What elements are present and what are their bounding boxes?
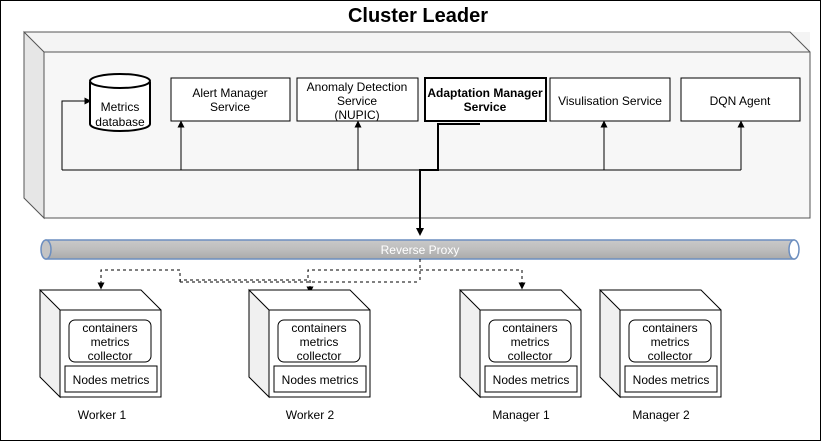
node-name-label: Manager 2 (632, 408, 690, 422)
metrics-database-label-2: database (95, 115, 145, 129)
collector-label-2: metrics (651, 335, 690, 349)
reverse-proxy-label: Reverse Proxy (381, 243, 460, 257)
collector-label-1: containers (642, 321, 697, 335)
nodes-metrics-label: Nodes metrics (633, 373, 710, 387)
anomaly-detection-service: Anomaly Detection Service (NUPIC) (296, 77, 419, 122)
collector-label-2: metrics (300, 335, 339, 349)
nodes-metrics-label: Nodes metrics (282, 373, 359, 387)
alert-manager-label-1: Alert Manager (192, 86, 267, 100)
collector-label-1: containers (502, 321, 557, 335)
collector-label-3: collector (508, 349, 553, 363)
collector-label-3: collector (648, 349, 693, 363)
dqn-agent-label: DQN Agent (710, 94, 771, 108)
visualisation-label: Visulisation Service (558, 94, 662, 108)
collector-label-3: collector (88, 349, 133, 363)
nodes-metrics-label: Nodes metrics (493, 373, 570, 387)
node-name-label: Worker 2 (286, 408, 335, 422)
anomaly-detection-label-1: Anomaly Detection (307, 80, 408, 94)
node-name-label: Manager 1 (492, 408, 550, 422)
alert-manager-label-2: Service (210, 100, 250, 114)
reverse-proxy: Reverse Proxy (40, 239, 800, 260)
node-name-label: Worker 1 (78, 408, 127, 422)
metrics-database-label-1: Metrics (101, 100, 140, 114)
collector-label-1: containers (291, 321, 346, 335)
cluster-leader-title: Cluster Leader (348, 5, 488, 27)
nodes-metrics-label: Nodes metrics (73, 373, 150, 387)
alert-manager-service: Alert Manager Service (170, 77, 291, 122)
collector-label-3: collector (297, 349, 342, 363)
collector-label-2: metrics (91, 335, 130, 349)
anomaly-detection-label-3: (NUPIC) (334, 108, 379, 122)
adaptation-manager-service: Adaptation Manager Service (424, 77, 547, 122)
adaptation-proxy-link (416, 123, 480, 236)
dqn-agent: DQN Agent (680, 77, 801, 122)
adaptation-manager-label-1: Adaptation Manager (427, 86, 543, 100)
metrics-database: Metrics database (89, 73, 151, 132)
service-connectors (61, 97, 745, 171)
collector-label-2: metrics (511, 335, 550, 349)
visualisation-service: Visulisation Service (549, 77, 671, 122)
proxy-node-links (97, 259, 526, 294)
adaptation-manager-label-2: Service (464, 100, 507, 114)
collector-label-1: containers (82, 321, 137, 335)
anomaly-detection-label-2: Service (337, 94, 377, 108)
